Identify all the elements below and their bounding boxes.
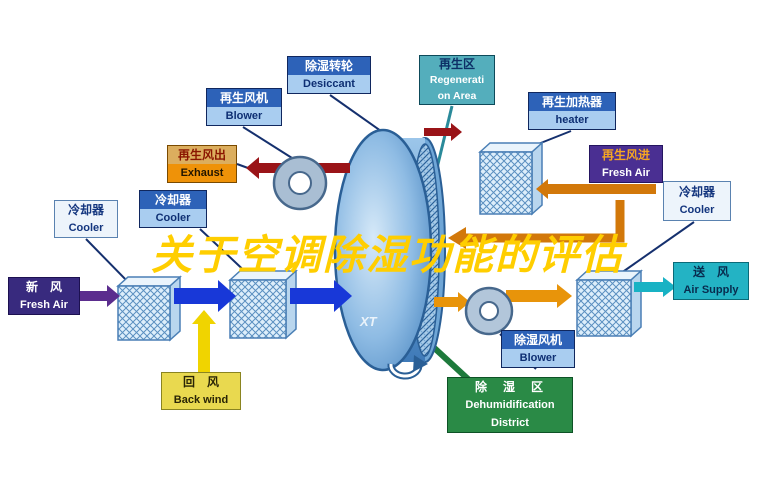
flow-arrows [80, 123, 676, 372]
cooler-right-en: Cooler [679, 204, 715, 216]
air-supply-zh: 送 风 [692, 265, 729, 279]
rotation-arrow-icon [387, 355, 428, 380]
label-regen-blower: 再生风机 Blower [206, 88, 282, 126]
regen-blower-en: Blower [207, 107, 281, 125]
regen-fresh-zh: 再生风进 [601, 148, 650, 162]
fresh-air-inlet-arrow [80, 285, 120, 307]
cooler-mid-zh: 冷却器 [140, 191, 206, 209]
regen-area-en2: on Area [437, 89, 477, 102]
cooler-exchanger-middle [228, 269, 298, 340]
label-cooler-middle: 冷却器 Cooler [139, 190, 207, 228]
dehumid-area-leader [427, 341, 471, 382]
label-cooler-left: 冷却器 Cooler [54, 200, 118, 238]
air-supply-en: Air Supply [683, 283, 739, 296]
supply-flow-arrow [506, 284, 572, 308]
desiccant-en: Desiccant [288, 75, 370, 93]
label-exhaust: 再生风出 Exhaust [167, 145, 237, 183]
dehumid-area-en2: District [491, 416, 529, 429]
regen-blower-zh: 再生风机 [207, 89, 281, 107]
label-air-supply: 送 风 Air Supply [673, 262, 749, 300]
return-air-arrow [192, 310, 216, 372]
exhaust-en: Exhaust [168, 164, 236, 182]
back-wind-en: Back wind [173, 393, 229, 406]
fresh-air-en: Fresh Air [20, 298, 68, 311]
dehumid-blower-zh: 除湿风机 [502, 331, 574, 349]
back-wind-zh: 回 风 [182, 375, 219, 389]
page-title: 关于空调除湿功能的评估 [151, 232, 624, 278]
dehumid-blower-fan-icon [464, 286, 514, 336]
cooler-left-en: Cooler [68, 221, 104, 234]
label-regen-heater: 再生加热器 heater [528, 92, 616, 130]
dehumid-area-en1: Dehumidification [465, 398, 555, 411]
regen-elbow-arrow [466, 200, 625, 243]
fresh-air-zh: 新 风 [25, 280, 62, 294]
regen-heater-zh: 再生加热器 [529, 93, 615, 111]
cooler-left-zh: 冷却器 [67, 203, 104, 217]
air-supply-arrow [634, 277, 676, 297]
label-dehumidification-district: 除 湿 区 Dehumidification District [447, 377, 573, 433]
watermark-text: XT [360, 314, 377, 329]
regen-fresh-en: Fresh Air [602, 166, 650, 179]
label-back-wind: 回 风 Back wind [161, 372, 241, 410]
regen-heater-en: heater [529, 111, 615, 129]
label-regeneration-area: 再生区 Regenerati on Area [419, 55, 495, 105]
cooler-right-zh: 冷却器 [678, 184, 715, 199]
regen-elbow-arrowhead [448, 227, 466, 249]
label-dehumid-blower: 除湿风机 Blower [501, 330, 575, 368]
desiccant-wheel [333, 128, 446, 372]
cooler-mid-en: Cooler [140, 209, 206, 227]
label-desiccant: 除湿转轮 Desiccant [287, 56, 371, 94]
dehumid-blower-en: Blower [502, 349, 574, 367]
cooler-exchanger-left [116, 275, 182, 342]
desiccant-zh: 除湿转轮 [288, 57, 370, 75]
regen-sector-arrow [424, 123, 462, 141]
cooler-exchanger-right [575, 269, 643, 338]
label-fresh-air: 新 风 Fresh Air [8, 277, 80, 315]
regen-heater-exchanger [478, 141, 544, 216]
regen-area-en1: Regenerati [429, 73, 485, 86]
regen-inlet-arrow [536, 179, 656, 199]
dehumid-area-zh: 除 湿 区 [474, 380, 545, 394]
wheel-outlet-arrow [434, 292, 470, 312]
label-regen-fresh-air: 再生风进 Fresh Air [589, 145, 663, 183]
label-cooler-right: 冷却器 Cooler [663, 181, 731, 221]
regen-area-leader [435, 105, 454, 169]
process-flow-arrow-1 [174, 280, 236, 312]
regen-area-zh: 再生区 [438, 57, 475, 71]
exhaust-zh: 再生风出 [168, 146, 236, 164]
process-flow-arrow-2 [290, 280, 352, 312]
regen-blower-fan-icon [272, 155, 328, 211]
